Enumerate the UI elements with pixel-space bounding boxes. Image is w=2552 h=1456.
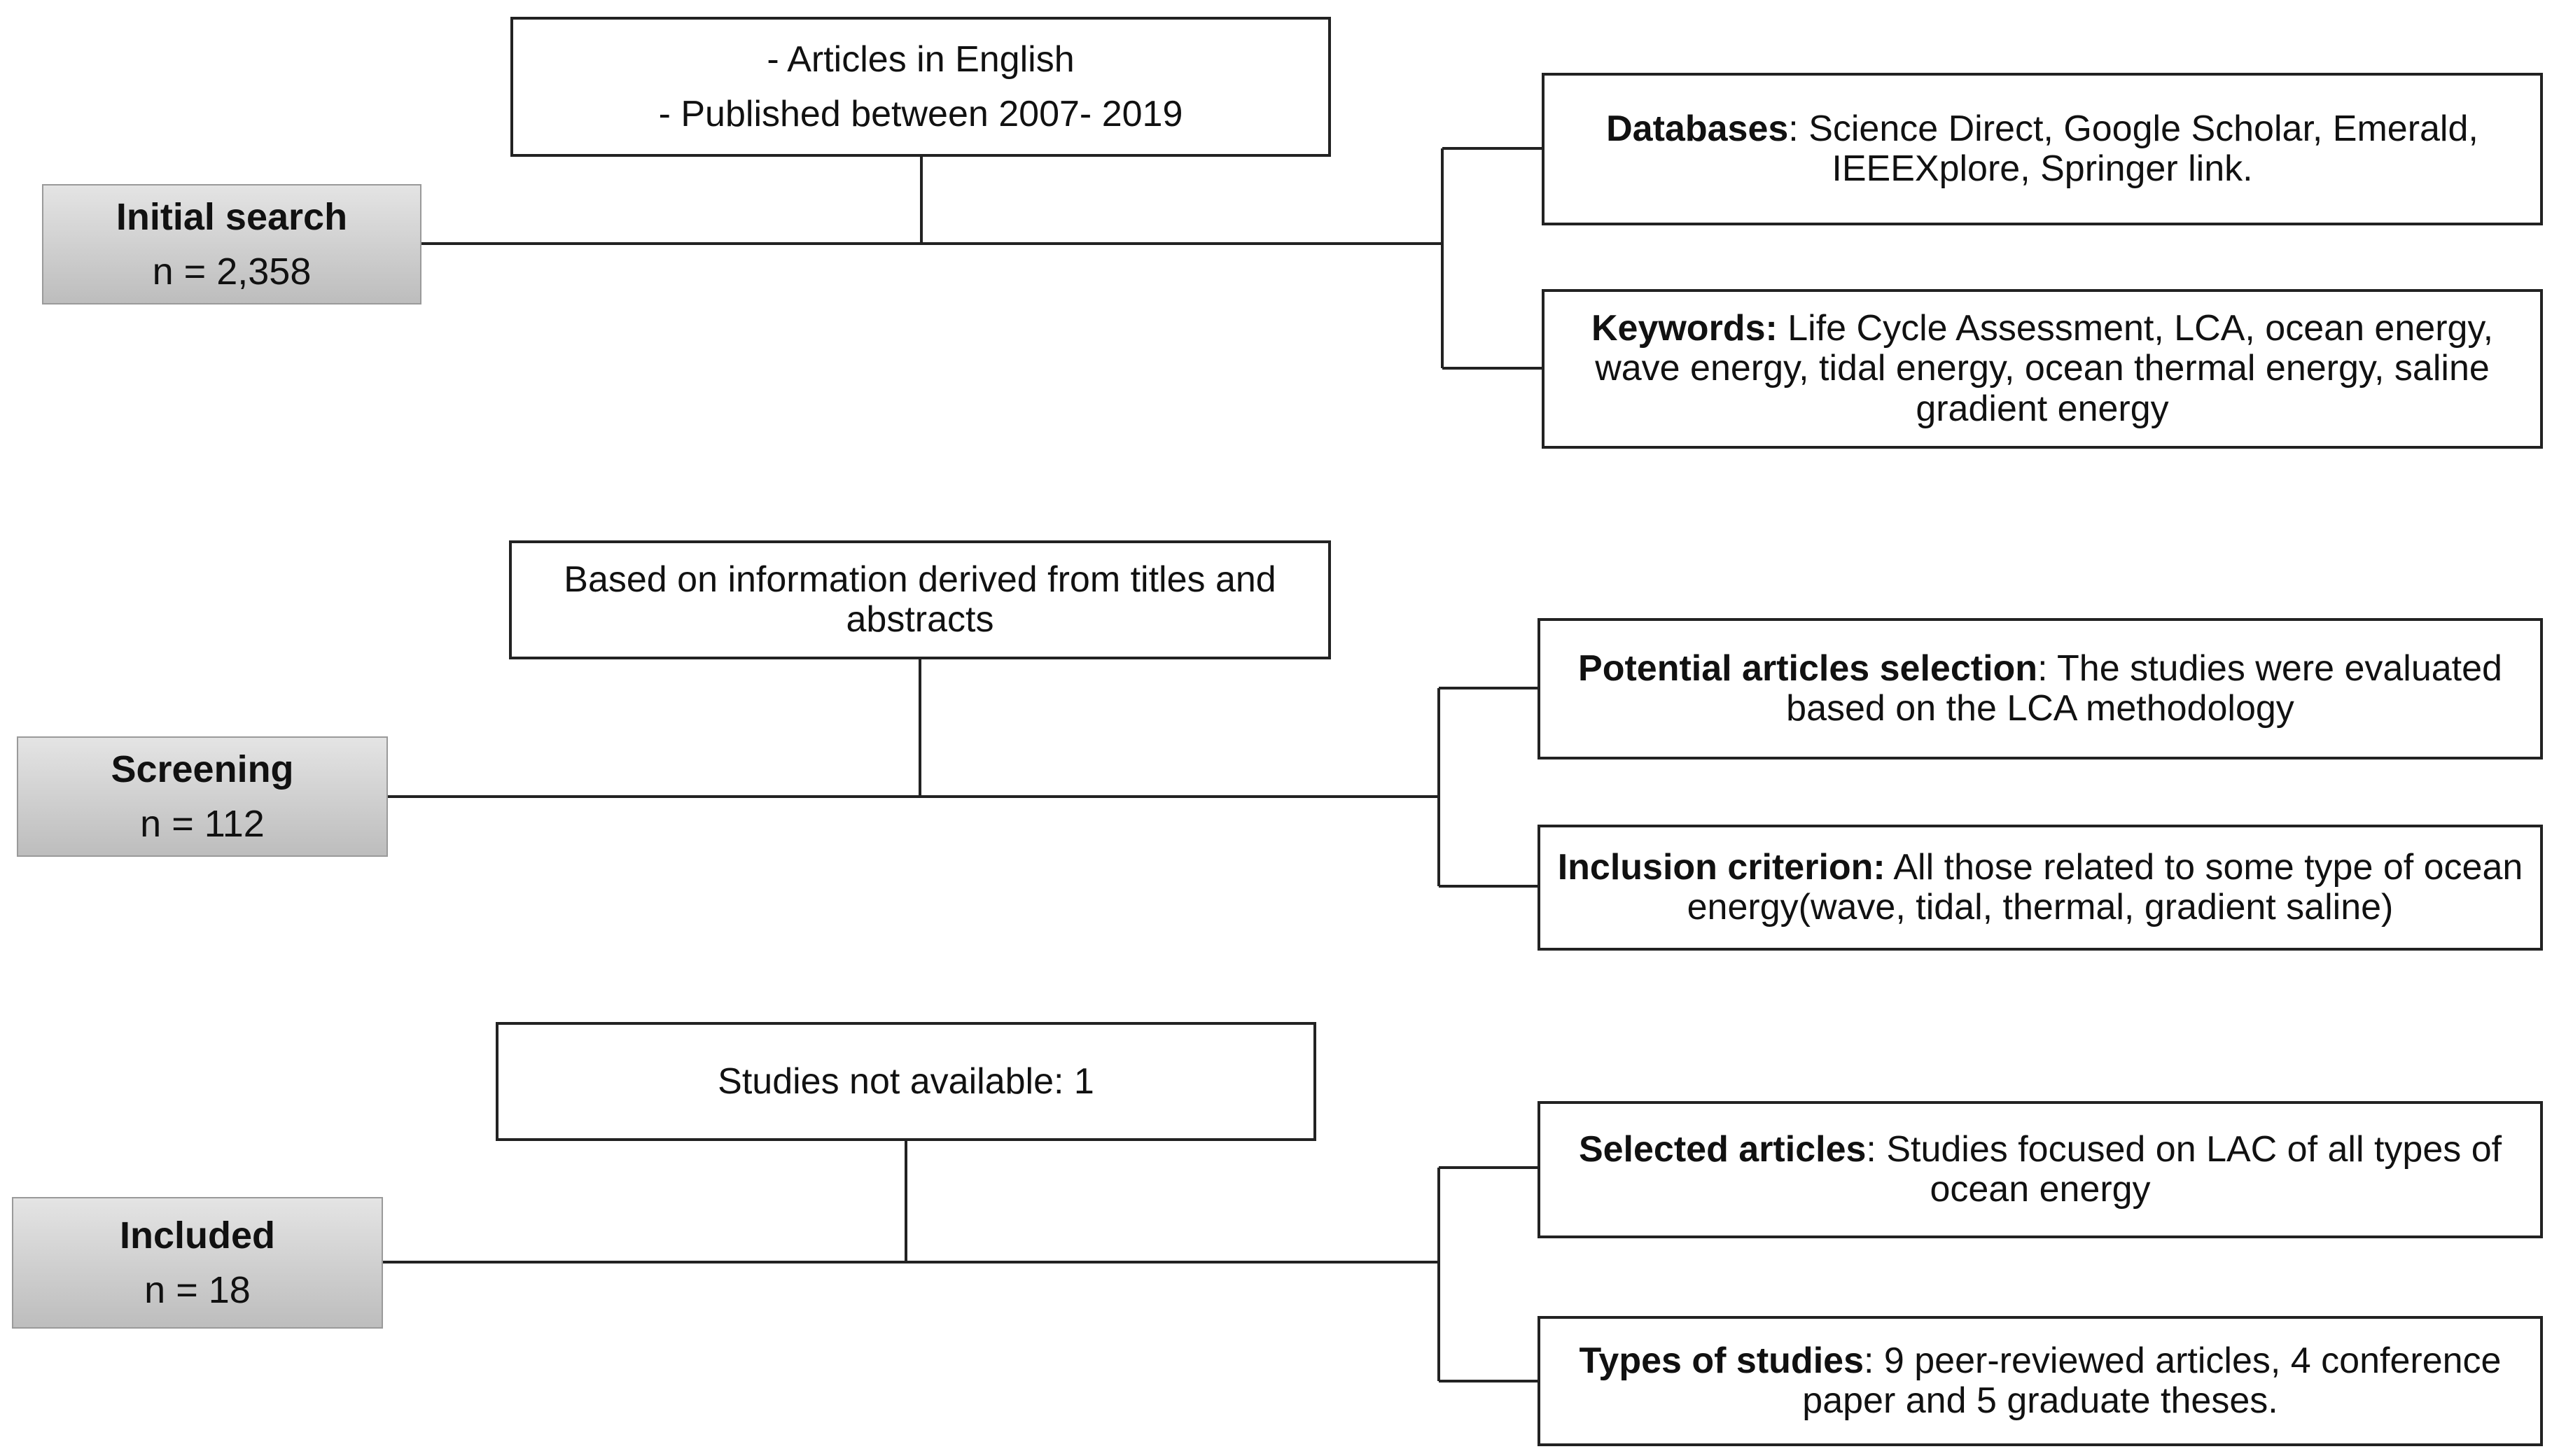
- detail-text: Life Cycle Assessment, LCA, ocean energy…: [1595, 308, 2494, 429]
- detail-label: Inclusion criterion:: [1557, 846, 1885, 888]
- stage-included: Included n = 18: [12, 1197, 383, 1329]
- detail-text: Science Direct, Google Scholar, Emerald,…: [1808, 108, 2478, 189]
- criteria-line: Based on information derived from titles…: [564, 559, 1276, 640]
- stage-count: n = 18: [144, 1269, 251, 1311]
- criteria-box-initial-search: - Articles in English - Published betwee…: [510, 17, 1331, 157]
- detail-text: 9 peer-reviewed articles, 4 conference p…: [1802, 1340, 2502, 1421]
- detail-separator: [1885, 847, 1894, 888]
- criteria-box-included: Studies not available: 1: [496, 1022, 1316, 1141]
- types-of-studies-box: Types of studies: 9 peer-reviewed articl…: [1538, 1316, 2543, 1446]
- detail-text: The studies were evaluated based on the …: [1786, 648, 2502, 729]
- detail-label: Types of studies: [1579, 1340, 1864, 1381]
- detail-separator: :: [1866, 1128, 1887, 1170]
- stage-title: Screening: [111, 748, 294, 790]
- detail-label: Databases: [1606, 108, 1789, 149]
- stage-count: n = 2,358: [152, 251, 312, 293]
- detail-separator: :: [1788, 108, 1809, 149]
- stage-count: n = 112: [140, 803, 265, 845]
- detail-separator: [1778, 308, 1787, 349]
- detail-label: Selected articles: [1578, 1128, 1867, 1170]
- detail-separator: :: [1863, 1340, 1884, 1381]
- databases-box: Databases: Science Direct, Google Schola…: [1542, 73, 2543, 225]
- detail-label: Keywords:: [1591, 308, 1778, 349]
- detail-separator: :: [2037, 648, 2058, 689]
- detail-text: Studies focused on LAC of all types of o…: [1886, 1128, 2502, 1210]
- inclusion-criterion-box: Inclusion criterion: All those related t…: [1538, 825, 2543, 951]
- detail-text: All those related to some type of ocean …: [1687, 846, 2523, 927]
- keywords-box: Keywords: Life Cycle Assessment, LCA, oc…: [1542, 289, 2543, 449]
- stage-title: Initial search: [116, 195, 348, 238]
- criteria-line: Studies not available: 1: [718, 1061, 1094, 1102]
- criteria-line: - Articles in English: [767, 39, 1075, 80]
- selected-articles-box: Selected articles: Studies focused on LA…: [1538, 1101, 2543, 1238]
- potential-articles-box: Potential articles selection: The studie…: [1538, 618, 2543, 760]
- stage-title: Included: [119, 1214, 275, 1256]
- stage-initial-search: Initial search n = 2,358: [42, 184, 421, 304]
- stage-screening: Screening n = 112: [17, 736, 388, 857]
- detail-label: Potential articles selection: [1578, 648, 2038, 689]
- criteria-line: - Published between 2007- 2019: [658, 94, 1183, 134]
- criteria-box-screening: Based on information derived from titles…: [509, 540, 1331, 659]
